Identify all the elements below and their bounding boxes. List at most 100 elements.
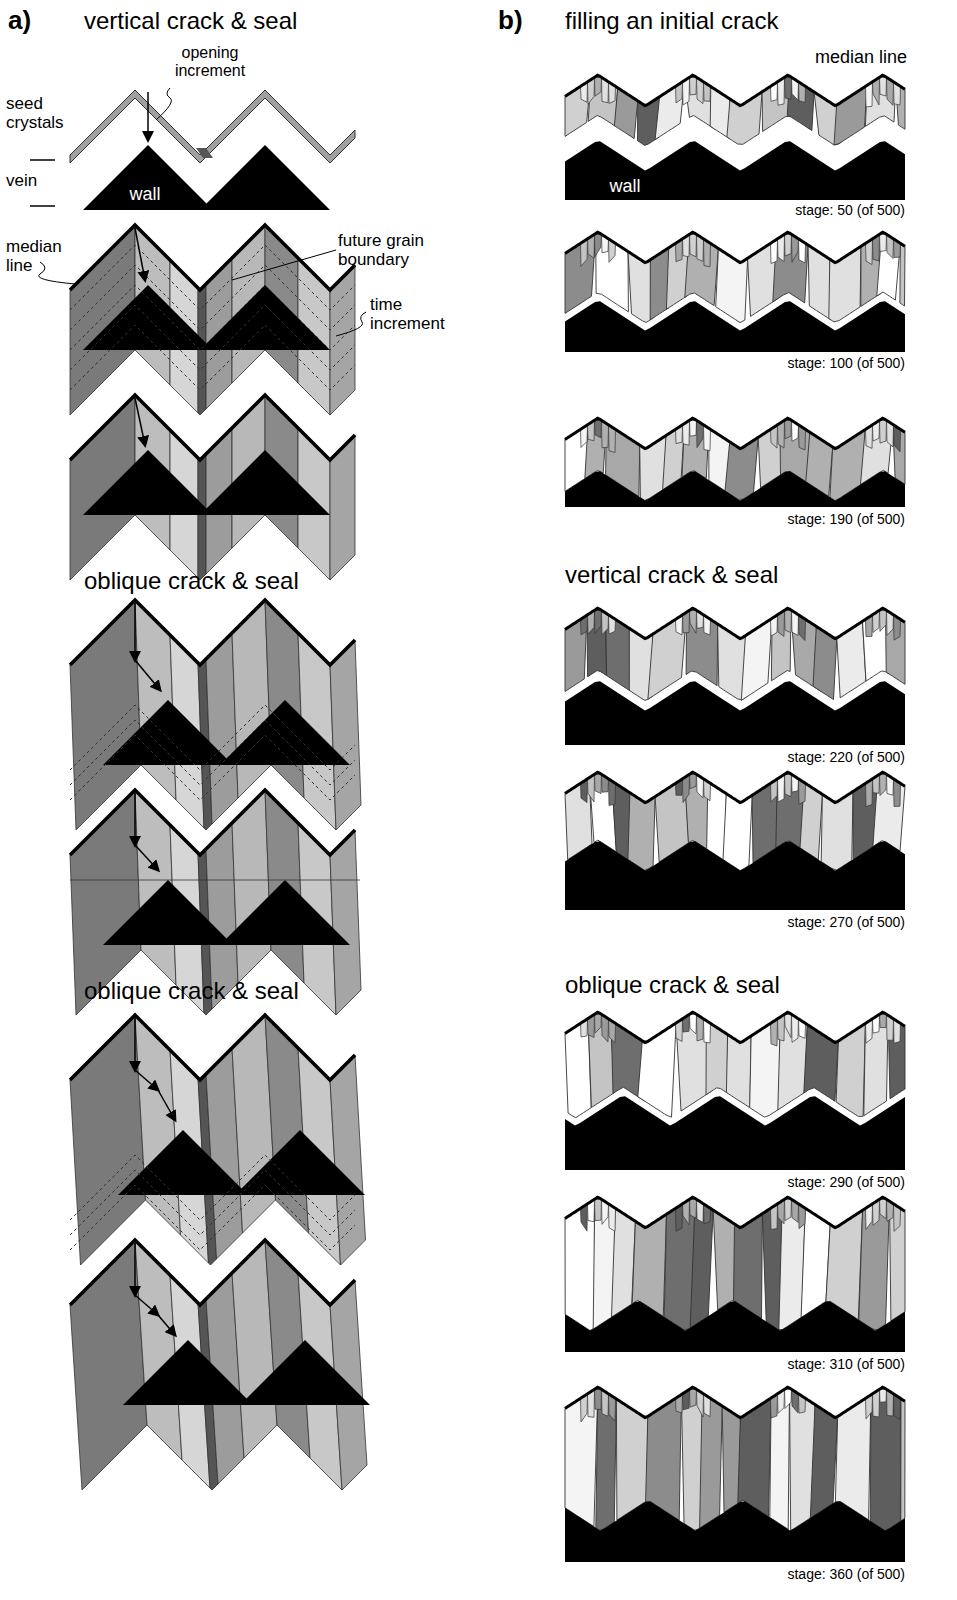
median-line — [70, 1015, 355, 1080]
increment-line — [70, 880, 360, 881]
grain — [632, 1214, 666, 1316]
grain — [864, 1013, 888, 1116]
small-grain — [785, 1389, 792, 1408]
grain — [893, 424, 905, 484]
small-grain — [690, 1199, 697, 1218]
small-grain — [595, 610, 602, 633]
grain — [859, 1198, 890, 1330]
median-line — [70, 225, 355, 290]
small-grain — [880, 420, 887, 443]
small-grain — [595, 420, 602, 438]
wall-band — [565, 141, 905, 200]
grain — [690, 1198, 713, 1327]
grain — [870, 1388, 901, 1531]
grain — [565, 1387, 598, 1527]
grain — [834, 85, 867, 145]
grain — [900, 243, 905, 306]
opening-arrow — [135, 1070, 158, 1090]
median-line — [565, 1197, 905, 1227]
small-grain — [880, 77, 887, 96]
small-grain — [690, 234, 697, 256]
median-line — [565, 1012, 905, 1042]
small-grain — [785, 774, 792, 796]
seed-crystal — [196, 148, 213, 158]
grain — [810, 1405, 837, 1518]
grain — [901, 1399, 905, 1521]
opening-arrow — [135, 398, 145, 445]
panel-title: vertical crack & seal — [565, 562, 778, 588]
grain — [804, 1025, 839, 1102]
wall-triangle — [220, 700, 350, 765]
small-grain — [880, 610, 887, 631]
small-grain — [690, 610, 697, 633]
grain — [750, 1017, 781, 1117]
median-line — [565, 75, 905, 105]
small-grain — [880, 1199, 887, 1218]
small-grain — [880, 234, 887, 251]
wall-band — [565, 681, 905, 745]
leader-line — [336, 312, 366, 336]
wall-triangle — [220, 880, 350, 945]
grain — [606, 613, 631, 691]
grain — [614, 88, 637, 139]
median-line — [565, 418, 905, 448]
callout: future grain boundary — [338, 232, 468, 269]
panel-title: filling an initial crack — [565, 8, 778, 34]
time-increment-line — [70, 1170, 355, 1235]
time-increment-line — [70, 735, 355, 800]
time-increment-line — [70, 265, 355, 330]
wall-label: wall — [609, 176, 640, 196]
stage-label: stage: 270 (of 500) — [660, 915, 905, 930]
small-grain — [785, 1014, 792, 1037]
callout: vein — [6, 172, 37, 191]
panel-title: oblique crack & seal — [84, 568, 299, 594]
opening-arrow — [135, 1295, 158, 1315]
stage-label: stage: 50 (of 500) — [660, 203, 905, 218]
grain — [70, 1240, 147, 1490]
callout: median line — [6, 238, 81, 275]
median-line — [70, 790, 355, 855]
wall-triangle — [235, 1130, 365, 1195]
callout: time increment — [370, 296, 465, 333]
grain — [135, 1015, 181, 1235]
small-grain — [595, 1014, 602, 1033]
grain — [734, 1214, 763, 1319]
time-increment-line — [70, 325, 355, 390]
median-line — [70, 600, 355, 665]
time-increment-line — [70, 305, 355, 370]
opening-arrow — [135, 228, 145, 280]
grain — [330, 640, 361, 830]
small-grain — [690, 77, 697, 95]
time-increment-line — [70, 1155, 355, 1220]
median-line — [70, 1240, 355, 1305]
callout: seed crystals — [6, 95, 91, 132]
wall-triangle — [118, 1130, 248, 1195]
small-grain — [595, 234, 602, 256]
grain — [890, 1201, 906, 1321]
panel-letter: b) — [498, 6, 523, 35]
grain — [628, 793, 655, 871]
opening-arrow — [134, 1018, 136, 1070]
small-grain — [690, 1014, 697, 1034]
opening-arrow — [134, 1243, 136, 1295]
wall-triangle — [200, 450, 330, 515]
grain — [70, 1015, 146, 1265]
time-increment-line — [70, 1185, 355, 1250]
wall-band — [565, 1301, 905, 1352]
opening-arrow — [135, 660, 160, 690]
small-grain — [785, 610, 792, 632]
small-grain — [690, 1389, 697, 1407]
callout: opening increment — [160, 44, 260, 79]
opening-arrow — [147, 92, 149, 140]
wall-label: wall — [129, 184, 160, 204]
opening-arrow — [134, 603, 136, 660]
small-grain — [785, 77, 792, 99]
wall-triangle — [200, 145, 330, 210]
grain — [723, 794, 752, 871]
wall-triangle — [200, 285, 330, 350]
small-grain — [880, 774, 887, 795]
panel-letter: a) — [8, 6, 31, 35]
grain — [565, 1019, 591, 1118]
callout: median line — [815, 48, 907, 68]
opening-arrow — [135, 845, 158, 870]
